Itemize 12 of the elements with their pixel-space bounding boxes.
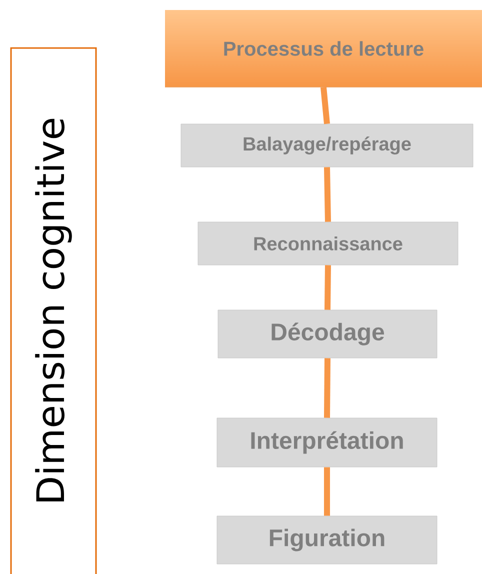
step-box: Décodage bbox=[218, 310, 438, 358]
connector-line bbox=[324, 265, 331, 310]
step-box: Balayage/repérage bbox=[180, 124, 474, 168]
step-box: Interprétation bbox=[216, 418, 438, 468]
connector-line bbox=[324, 167, 331, 222]
connector-line bbox=[324, 358, 330, 418]
connector-line bbox=[324, 467, 330, 516]
step-box: Figuration bbox=[216, 516, 438, 564]
step-box: Reconnaissance bbox=[198, 222, 458, 266]
label-box: Dimension cognitive bbox=[10, 47, 97, 574]
connector-line bbox=[320, 86, 330, 124]
header-box: Processus de lecture bbox=[164, 41, 482, 88]
